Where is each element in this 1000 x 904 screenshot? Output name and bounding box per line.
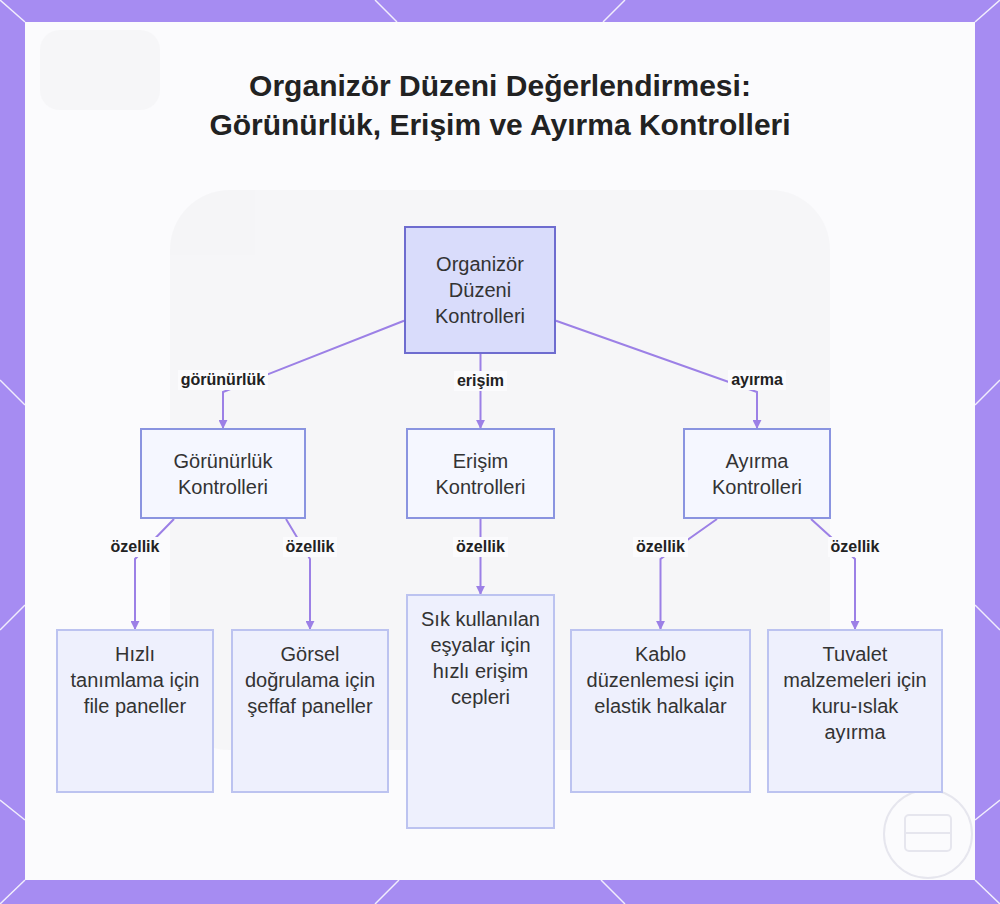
edge-label: özellik: [108, 537, 163, 556]
connector: [480, 354, 482, 428]
edge-label: özellik: [283, 537, 338, 556]
node-text: Organizör Düzeni Kontrolleri: [416, 251, 544, 329]
process-box: Erişim Kontrolleri: [406, 428, 555, 519]
process-box: Sık kullanılan eşyalar için hızlı erişim…: [406, 594, 555, 829]
edge-label: özellik: [633, 537, 688, 556]
connector: [811, 519, 855, 629]
process-box: Ayırma Kontrolleri: [683, 428, 831, 519]
node-text: Kablo düzenlemesi için elastik halkalar: [582, 641, 739, 719]
connector: [135, 519, 174, 629]
edge-label: ayırma: [728, 370, 786, 389]
process-box: Kablo düzenlemesi için elastik halkalar: [570, 629, 751, 793]
node-text: Sık kullanılan eşyalar için hızlı erişim…: [418, 606, 543, 710]
process-box: Görsel doğrulama için şeffaf paneller: [231, 629, 389, 793]
node-text: Tuvalet malzemeleri için kuru-ıslak ayır…: [779, 641, 931, 745]
edge-label: erişim: [454, 371, 507, 390]
node-text: Ayırma Kontrolleri: [695, 448, 819, 500]
connector: [661, 519, 718, 629]
edge-label: görünürlük: [178, 370, 268, 389]
node-text: Erişim Kontrolleri: [418, 448, 543, 500]
connector: [286, 519, 310, 629]
process-box: Tuvalet malzemeleri için kuru-ıslak ayır…: [767, 629, 943, 793]
edge-label: özellik: [453, 537, 508, 556]
process-box: Görünürlük Kontrolleri: [140, 428, 306, 519]
node-text: Görsel doğrulama için şeffaf paneller: [243, 641, 377, 719]
watermark-icon: [884, 790, 972, 878]
edge-label: özellik: [828, 537, 883, 556]
diagram-title: Organizör Düzeni Değerlendirmesi: Görünü…: [200, 66, 800, 144]
panel: [25, 22, 975, 880]
process-box: Hızlı tanımlama için file paneller: [56, 629, 214, 793]
node-text: Hızlı tanımlama için file paneller: [68, 641, 202, 719]
node-text: Görünürlük Kontrolleri: [152, 448, 294, 500]
connector: [556, 321, 757, 428]
root-box: Organizör Düzeni Kontrolleri: [404, 226, 556, 354]
